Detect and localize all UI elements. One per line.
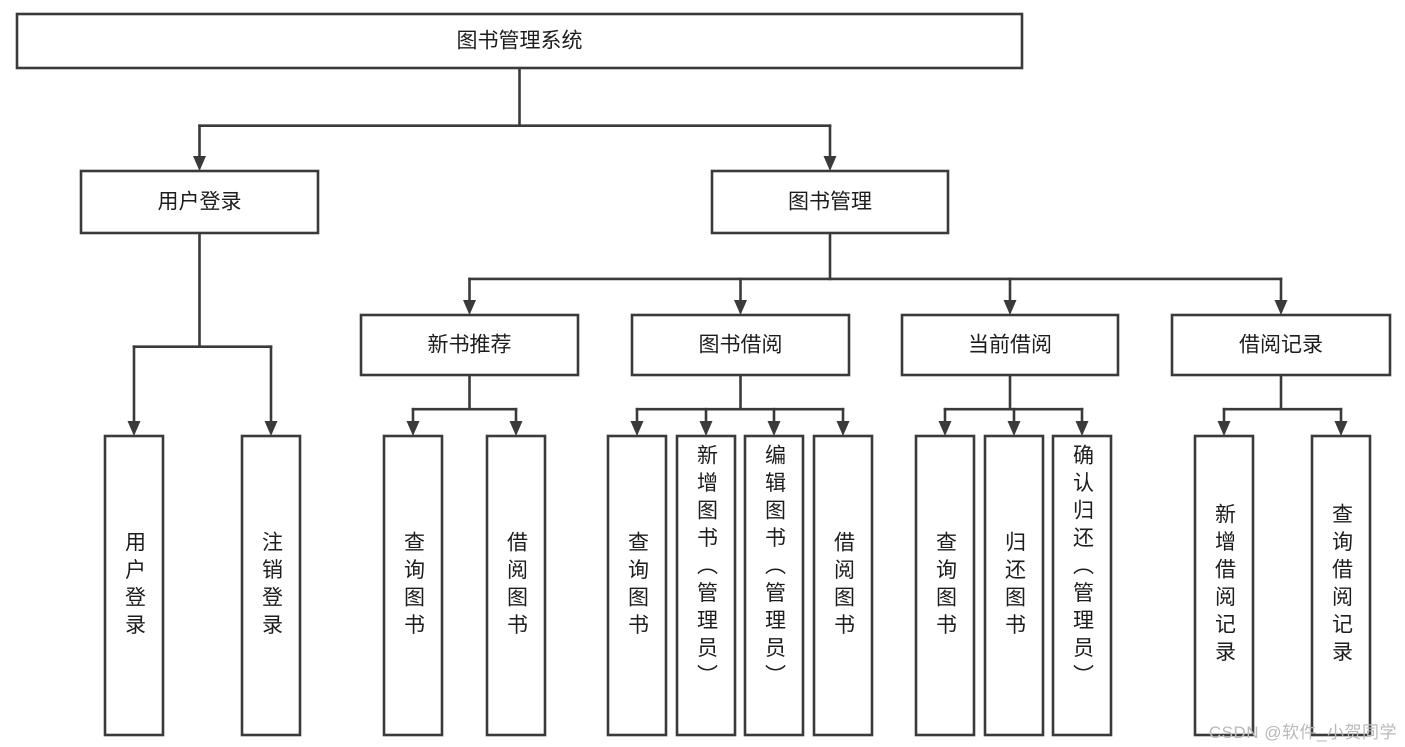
- connector-group-borrow-record: [1217, 373, 1348, 436]
- node-leaf-confirm-return[interactable]: [1051, 434, 1113, 737]
- node-leaf-query-book-cur[interactable]: [914, 434, 976, 737]
- arrow-head-icon: [823, 156, 837, 171]
- node-leaf-query-book-rec[interactable]: [382, 434, 444, 737]
- node-leaf-edit-book[interactable]: [743, 434, 805, 737]
- connector-group-book-manage: [463, 231, 1288, 315]
- arrow-head-icon: [1075, 421, 1089, 436]
- arrow-head-icon: [630, 421, 644, 436]
- arrow-head-icon: [193, 156, 206, 171]
- node-leaf-user-login[interactable]: [103, 434, 165, 737]
- node-label: 借阅记录: [1239, 334, 1323, 357]
- node-leaf-query-book-borrow[interactable]: [606, 434, 668, 737]
- connector-layer: [127, 66, 1348, 436]
- node-user-login[interactable]: 用户登录: [79, 169, 320, 235]
- arrow-head-icon: [264, 421, 278, 436]
- arrow-head-icon: [509, 421, 523, 436]
- arrow-head-icon: [836, 421, 850, 436]
- arrow-head-icon: [1334, 421, 1348, 436]
- node-leaf-borrow-book-rec[interactable]: [485, 434, 547, 737]
- arrow-head-icon: [1274, 300, 1288, 315]
- connector-group-current-borrow: [938, 373, 1089, 436]
- arrow-head-icon: [1217, 421, 1231, 436]
- arrow-head-icon: [734, 300, 747, 315]
- node-book-manage[interactable]: 图书管理: [710, 169, 950, 235]
- node-label: 图书管理: [788, 191, 872, 214]
- connector-group-new-book-rec: [406, 373, 523, 436]
- arrow-head-icon: [406, 421, 420, 436]
- connector-group-user-login: [127, 231, 278, 436]
- connector-group-book-borrow: [630, 373, 850, 436]
- arrow-head-icon: [1003, 300, 1017, 315]
- node-label: 新书推荐: [428, 334, 512, 357]
- arrow-head-icon: [1007, 421, 1021, 436]
- arrow-head-icon: [767, 421, 781, 436]
- node-leaf-query-record[interactable]: [1310, 434, 1372, 737]
- connector-group-root: [193, 66, 837, 171]
- node-label: 图书借阅: [699, 334, 783, 357]
- node-leaf-add-book[interactable]: [675, 434, 737, 737]
- node-label: 图书管理系统: [457, 30, 583, 53]
- arrow-head-icon: [938, 421, 952, 436]
- node-leaf-add-record[interactable]: [1193, 434, 1255, 737]
- node-book-borrow[interactable]: 图书借阅: [630, 313, 851, 377]
- node-leaf-return-book[interactable]: [983, 434, 1045, 737]
- arrow-head-icon: [463, 300, 476, 315]
- arrow-head-icon: [127, 421, 141, 436]
- node-leaf-logout[interactable]: [240, 434, 302, 737]
- node-current-borrow[interactable]: 当前借阅: [900, 313, 1120, 377]
- node-label: 用户登录: [158, 191, 242, 214]
- node-leaf-borrow-book[interactable]: [812, 434, 874, 737]
- node-root[interactable]: 图书管理系统: [15, 12, 1024, 70]
- watermark: CSDN @软件_小贺同学: [1208, 723, 1397, 742]
- node-new-book-rec[interactable]: 新书推荐: [359, 313, 580, 377]
- node-label: 当前借阅: [968, 334, 1052, 357]
- arrow-head-icon: [699, 421, 713, 436]
- node-borrow-record[interactable]: 借阅记录: [1170, 313, 1392, 377]
